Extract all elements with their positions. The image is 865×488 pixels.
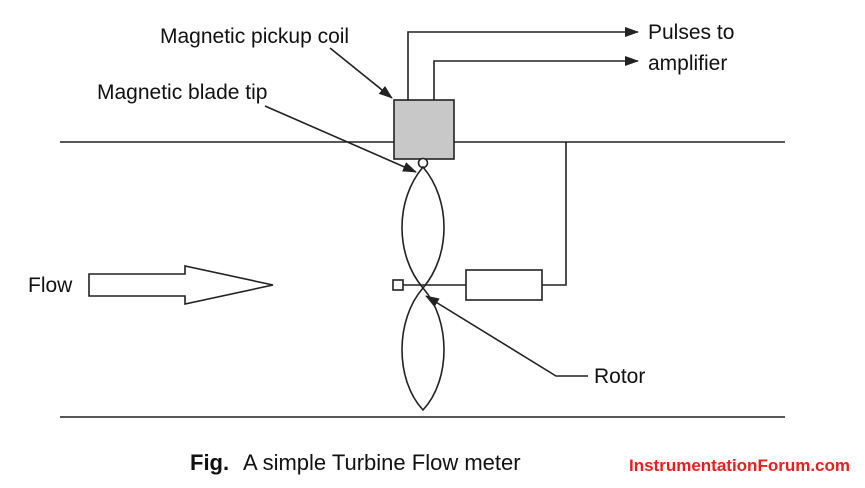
pulses-label-line-2: amplifier <box>648 52 727 75</box>
magnetic-pickup-coil <box>393 99 455 160</box>
rotor-leader <box>425 295 588 377</box>
blade-tip-leader <box>264 105 417 173</box>
rotor-upper-blade <box>401 165 445 290</box>
rotor-lower-blade <box>401 286 445 412</box>
bearing-support <box>465 269 543 301</box>
support-strut <box>542 142 567 286</box>
pulses-label-line-1: Pulses to <box>648 21 734 44</box>
caption-text: A simple Turbine Flow meter <box>243 450 521 475</box>
watermark-text: InstrumentationForum.com <box>629 456 850 475</box>
flow-label: Flow <box>28 274 73 297</box>
pulse-output-line-1 <box>407 27 639 100</box>
pulse-output-line-2 <box>433 56 639 100</box>
pickup-coil-leader <box>329 47 393 99</box>
shaft-end-cap <box>392 279 404 291</box>
flow-arrow <box>88 265 274 305</box>
caption-prefix: Fig. <box>190 450 229 475</box>
rotor-label: Rotor <box>594 365 645 388</box>
figure-caption: Fig. A simple Turbine Flow meter <box>190 450 521 475</box>
pickup-coil-label: Magnetic pickup coil <box>160 25 349 48</box>
blade-tip-label: Magnetic blade tip <box>97 81 267 104</box>
